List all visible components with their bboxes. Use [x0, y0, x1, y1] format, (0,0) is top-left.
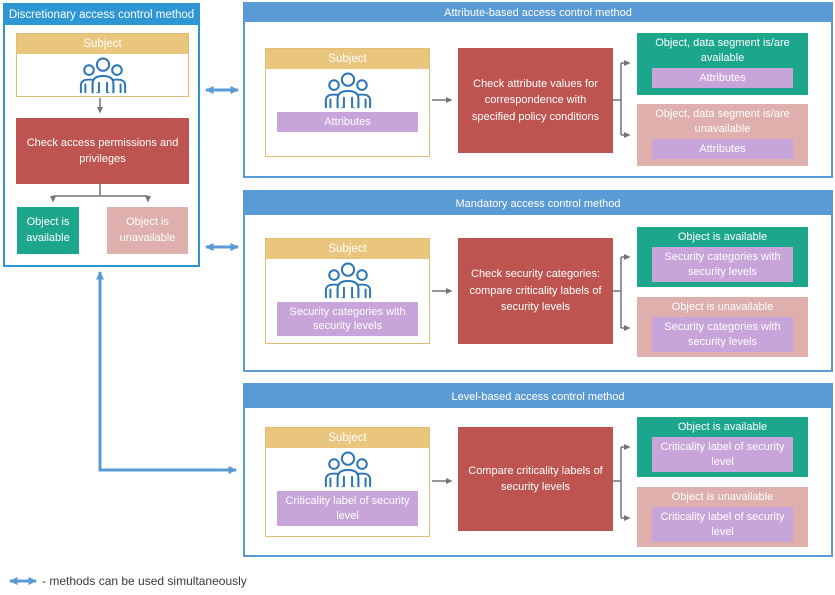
subject-categories-tag: Security categories with security levels: [277, 302, 418, 336]
panel-level-title: Level-based access control method: [245, 385, 831, 408]
result-title: Object is unavailable: [671, 491, 774, 503]
mandatory-available-box: Object is available Security categories …: [637, 227, 808, 287]
result-title: Object, data segment is/are available: [655, 37, 790, 65]
result-criticality-tag: Criticality label of security level: [652, 437, 793, 472]
attribute-subject-box: Subject Attributes: [265, 48, 430, 157]
panel-level: Level-based access control method Subjec…: [243, 383, 833, 557]
panel-attribute: Attribute-based access control method Su…: [243, 2, 833, 178]
people-icon: [324, 451, 371, 488]
panel-mandatory-title: Mandatory access control method: [245, 192, 831, 215]
attribute-unavailable-box: Object, data segment is/are unavailable …: [637, 104, 808, 166]
result-attributes-tag: Attributes: [652, 139, 793, 159]
subject-attributes-tag: Attributes: [277, 112, 418, 132]
discretionary-process-box: Check access permissions and privileges: [16, 118, 189, 184]
mandatory-process-box: Check security categories: compare criti…: [458, 238, 613, 344]
double-arrow-discretionary-level: [96, 271, 237, 474]
subject-body: [266, 69, 429, 109]
panel-discretionary-title: Discretionary access control method: [5, 5, 198, 25]
result-title: Object, data segment is/are unavailable: [655, 108, 790, 136]
subject-title: Subject: [17, 34, 188, 54]
level-unavailable-box: Object is unavailable Criticality label …: [637, 487, 808, 547]
result-criticality-tag: Criticality label of security level: [652, 507, 793, 542]
discretionary-subject-box: Subject: [16, 33, 189, 97]
subject-body: [266, 259, 429, 299]
result-attributes-tag: Attributes: [652, 68, 793, 88]
attribute-process-box: Check attribute values for correspondenc…: [458, 48, 613, 153]
result-title: Object is available: [677, 421, 768, 433]
result-title: Object is unavailable: [671, 301, 774, 313]
result-title: Object is available: [677, 231, 768, 243]
subject-title: Subject: [266, 49, 429, 69]
discretionary-unavailable-box: Object is unavailable: [107, 207, 188, 254]
level-subject-box: Subject Criticality label of security le…: [265, 427, 430, 537]
result-categories-tag: Security categories with security levels: [652, 247, 793, 282]
subject-body: [17, 54, 188, 94]
mandatory-subject-box: Subject Security categories with securit…: [265, 238, 430, 344]
people-icon: [324, 72, 371, 109]
subject-title: Subject: [266, 428, 429, 448]
subject-title: Subject: [266, 239, 429, 259]
level-available-box: Object is available Criticality label of…: [637, 417, 808, 477]
legend-text: - methods can be used simultaneously: [42, 574, 247, 588]
result-categories-tag: Security categories with security levels: [652, 317, 793, 352]
mandatory-unavailable-box: Object is unavailable Security categorie…: [637, 297, 808, 357]
attribute-available-box: Object, data segment is/are available At…: [637, 33, 808, 95]
level-process-box: Compare criticality labels of security l…: [458, 427, 613, 531]
discretionary-available-box: Object is available: [17, 207, 79, 254]
people-icon: [324, 262, 371, 299]
panel-discretionary: Discretionary access control method Subj…: [3, 3, 200, 267]
people-icon: [79, 57, 126, 94]
panel-mandatory: Mandatory access control method Subject …: [243, 190, 833, 372]
panel-attribute-title: Attribute-based access control method: [245, 4, 831, 22]
subject-criticality-tag: Criticality label of security level: [277, 491, 418, 526]
subject-body: [266, 448, 429, 488]
